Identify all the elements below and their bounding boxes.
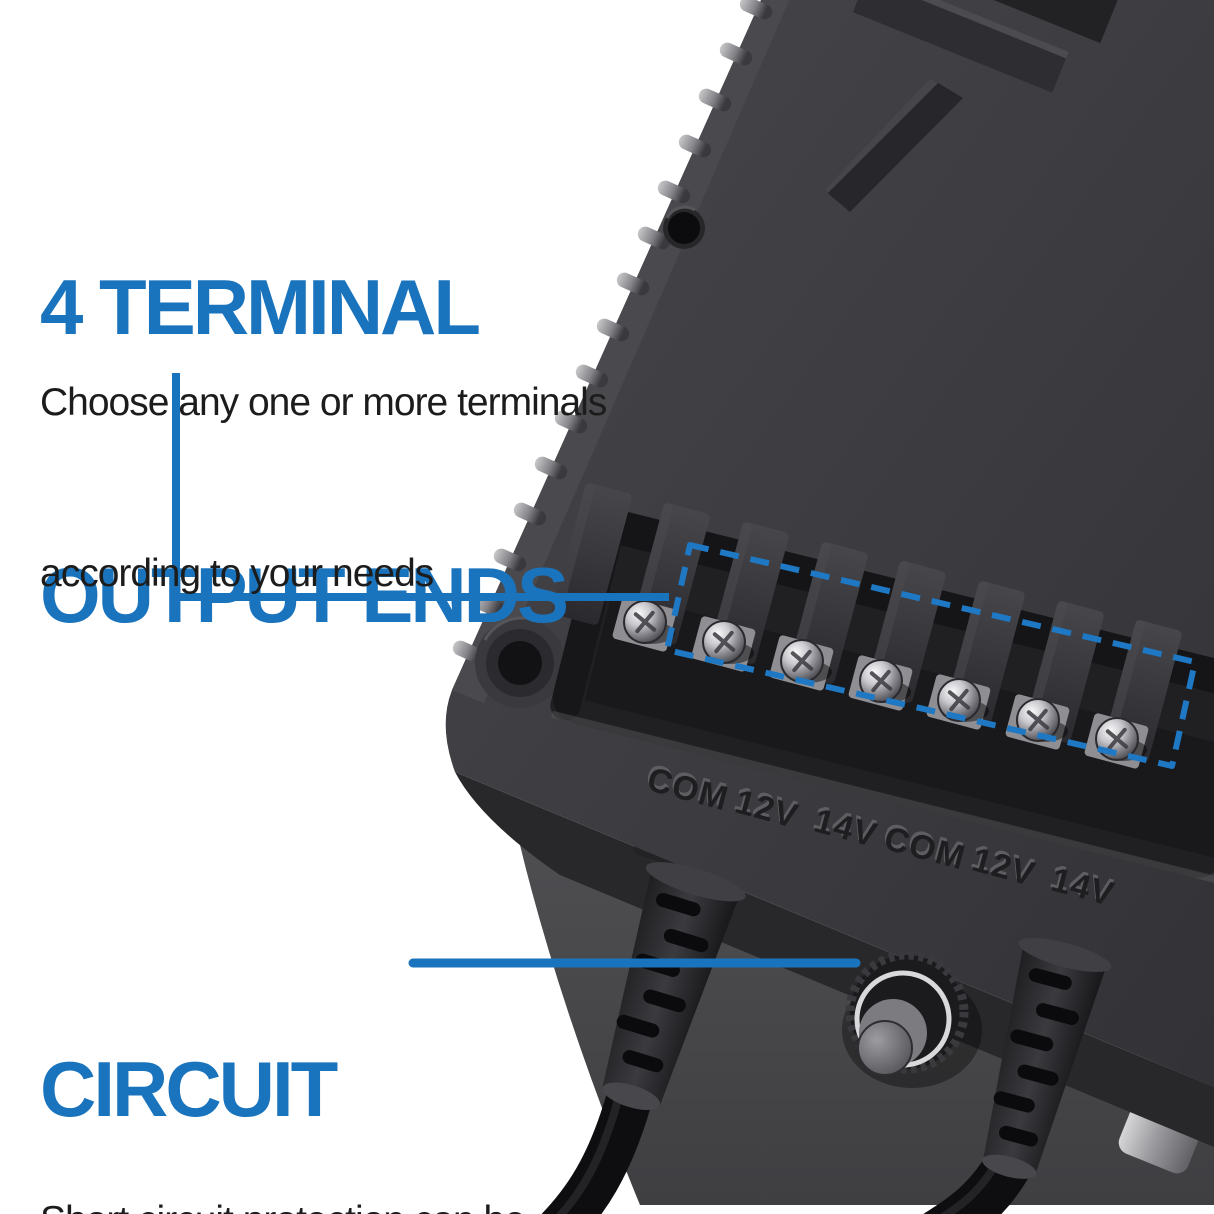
breaker-title: CIRCUIT BREAKER <box>40 849 405 1214</box>
dashed-highlight-box <box>664 542 1198 769</box>
strain-relief-left <box>601 862 746 1110</box>
breaker-title-line1: CIRCUIT <box>40 1045 338 1133</box>
callout-line-terminals <box>172 373 669 601</box>
breaker-description: Short circuit protection,can be recovere… <box>40 1078 549 1214</box>
terminals-title-line2: OUTPUT ENDS <box>40 551 569 639</box>
edge-highlight <box>452 0 790 703</box>
terminal-block <box>551 482 1214 861</box>
mounting-bracket <box>824 0 1120 212</box>
breaker-desc-line1: Short circuit protection,can be <box>40 1192 549 1214</box>
strain-relief-right <box>982 938 1112 1179</box>
terminals-title-line1: 4 TERMINAL <box>40 263 481 351</box>
screw-boss-left <box>475 616 565 708</box>
terminals-title: 4 TERMINAL OUTPUT ENDS <box>40 67 569 835</box>
terminals-desc-line2: according to your needs <box>40 552 434 595</box>
terminals-description: Choose any one or more terminals accordi… <box>40 260 607 716</box>
circuit-breaker-button <box>842 950 982 1088</box>
cable-left <box>541 1079 656 1214</box>
terminals-desc-line1: Choose any one or more terminals <box>40 381 607 424</box>
screw-hole-top <box>663 205 705 249</box>
